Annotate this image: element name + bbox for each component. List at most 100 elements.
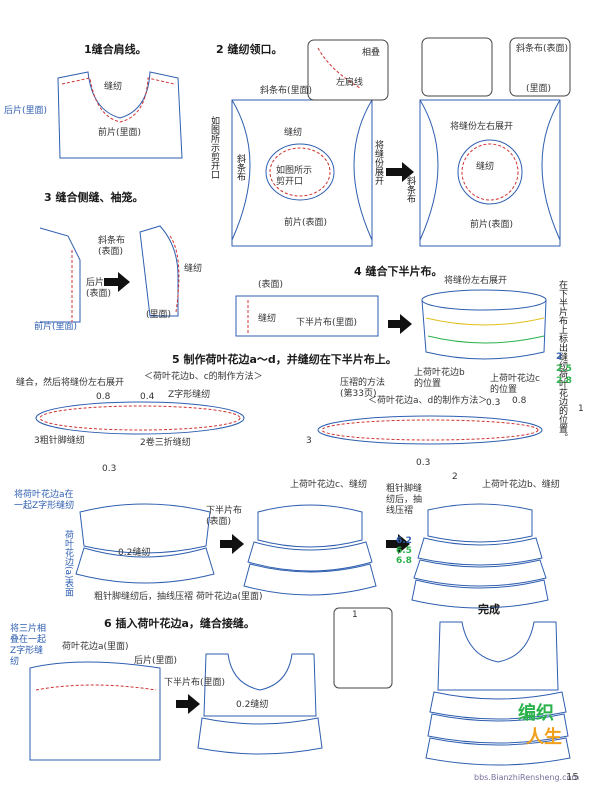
s5-62: 6.2 [396, 536, 412, 546]
s2-bias-vert-left: 斜条布 [235, 154, 245, 181]
s4-mark-25: 2.5 [556, 364, 572, 374]
logo-text-a: 编织 [518, 703, 554, 724]
s6-lower: 下半片布(里面) [164, 678, 226, 688]
s2-fold-label: 相叠 [362, 48, 381, 58]
s6-dress [203, 653, 317, 717]
s5-ruffle-a-wrong: 荷叶花边a(里面) [196, 592, 263, 602]
s2-detail-box [307, 39, 389, 101]
s5-2b: 2 [452, 472, 458, 482]
s5-03b: 0.3 [486, 398, 501, 408]
s5-upper-b: 上荷叶花边b、缝纫 [482, 480, 560, 490]
s2-spread-label: 将缝份左右展开 [450, 122, 514, 132]
s2-result-piece [419, 99, 561, 247]
s4-mark-28: 2.8 [556, 376, 572, 386]
arrow-1 [386, 162, 414, 182]
s5-ring-ad [317, 415, 543, 445]
s6-back: 后片(里面) [134, 656, 178, 666]
s2-detail-box3 [509, 37, 571, 97]
done-dress [437, 621, 559, 691]
s5-1: 1 [578, 404, 584, 414]
s3-wrong-label: (里面) [146, 310, 172, 320]
s6-zig: 将三片相叠在一起Z字形缝纫 [10, 624, 47, 667]
s5-ring-bc [35, 401, 245, 435]
s1-sew-label: 缝纫 [104, 82, 123, 92]
s2-neck-hole [265, 143, 335, 201]
s2-front-right2: 前片(表面) [470, 220, 514, 230]
s5-sew-spread: 缝合，然后将缝份左右展开 [16, 378, 125, 388]
s5-skirt-3 [427, 503, 533, 543]
s6-box-1: 1 [352, 610, 358, 620]
s2-bias-vert-right: 斜条布 [405, 176, 415, 203]
s4-pos-b: 上荷叶花边b 的位置 [414, 368, 465, 389]
s5-zigzag: Z字形缝纫 [168, 390, 211, 400]
s2-result-sew: 缝纫 [476, 162, 495, 172]
s5-03c: 0.3 [416, 458, 431, 468]
s1-front-piece [57, 71, 183, 159]
s6-a-wrong: 荷叶花边a(里面) [62, 642, 129, 652]
s2-spread-side-label: 将缝份展开 [373, 140, 383, 185]
s5-a-right: 荷叶花边(a)表面 [63, 530, 73, 597]
s2-front-right: 前片(表面) [284, 218, 328, 228]
s2-bias-right: 斜条布(表面) [516, 44, 569, 54]
page-number: 15 [566, 772, 579, 783]
s3-bias-label: 斜条布 (表面) [98, 236, 126, 257]
s5-bc-method: ＜荷叶花边b、c的制作方法＞ [144, 372, 263, 382]
s5-ad-method: ＜荷叶花边a、d的制作方法＞ [368, 396, 488, 406]
arrow-6 [176, 694, 200, 714]
s5-lower-right: 下半片布 (表面) [206, 506, 243, 527]
s6-sew02: 0.2缝纫 [236, 700, 269, 710]
step-3-title: 3 缝合侧缝、袖笼。 [44, 191, 144, 204]
s5-skirt-1 [79, 503, 211, 554]
s4-lower-label: 下半片布(里面) [296, 318, 358, 328]
s5-3: 3 [306, 436, 312, 446]
s6-skirt [29, 661, 161, 761]
s5-gather-method: 压褶的方法 (第33页) [340, 378, 386, 399]
site-url: bbs.BianzhiRensheng.com [474, 773, 580, 782]
step-6-title: 6 插入荷叶花边a，缝合接缝。 [104, 617, 255, 630]
s4-lower-piece [235, 295, 379, 337]
s5-08a: 0.8 [96, 392, 111, 402]
s3-side-piece [39, 227, 81, 323]
s1-front-label: 前片(里面) [98, 128, 142, 138]
arrow-4 [220, 534, 244, 554]
s1-back-label: 后片(里面) [4, 106, 48, 116]
s4-mark-2: 2 [556, 352, 563, 362]
s6-detail-box [333, 607, 393, 689]
s5-rough-pull2: 粗针脚缝纫后，抽线压褶 [386, 484, 423, 516]
s2-bias-wrong: 斜条布(里面) [260, 86, 313, 96]
s5-65: 6.5 [396, 546, 412, 556]
s5-sew02: 0.2缝纫 [118, 548, 151, 558]
s2-cut-label: 如图所示 剪开口 [276, 166, 313, 187]
step-2-title: 2 缝纫领口。 [216, 43, 283, 56]
s2-sew-label: 缝纫 [284, 128, 303, 138]
s4-face-label: (表面) [258, 280, 284, 290]
s5-triple-fold: 2卷三折缝纫 [140, 438, 191, 448]
s5-03a: 0.3 [102, 464, 117, 474]
s5-hem-sew: 3粗针脚缝纫 [34, 436, 85, 446]
step-4-title: 4 缝合下半片布。 [354, 265, 443, 278]
s4-sew-label: 缝纫 [258, 314, 277, 324]
s5-gather-zig: 将荷叶花边a在一起Z字形缝纫 [14, 490, 75, 511]
s5-68: 6.8 [396, 556, 412, 566]
s2-wrong-label: (里面) [526, 84, 552, 94]
s1-stitch [61, 77, 175, 123]
s3-result [139, 225, 179, 317]
s2-detail-box2 [421, 37, 493, 97]
done-title: 完成 [478, 603, 500, 616]
s2-cut-side-label: 如图所示剪开口 [209, 116, 219, 179]
s5-rough-pull: 粗针脚缝纫后，抽线压褶 [94, 592, 194, 602]
s4-pos-c: 上荷叶花边c 的位置 [490, 374, 540, 395]
s3-front-label: 前片(里面) [34, 322, 78, 332]
arrow-3 [388, 314, 412, 334]
s5-skirt-2 [257, 504, 363, 548]
s5-upper-c: 上荷叶花边c、缝纫 [290, 480, 367, 490]
logo-text-b: 人生 [526, 727, 562, 748]
s3-sew-label: 缝纫 [184, 264, 203, 274]
s5-04: 0.4 [140, 392, 155, 402]
s5-08b: 0.8 [512, 396, 527, 406]
s4-spread-label: 将缝份左右展开 [444, 276, 508, 286]
s4-tube-top [421, 289, 547, 311]
s2-left-shoulder: 左肩线 [336, 78, 364, 88]
s4-mark-note: 在下半片布上标出缝纫荷叶花边的位置。 [557, 280, 567, 442]
